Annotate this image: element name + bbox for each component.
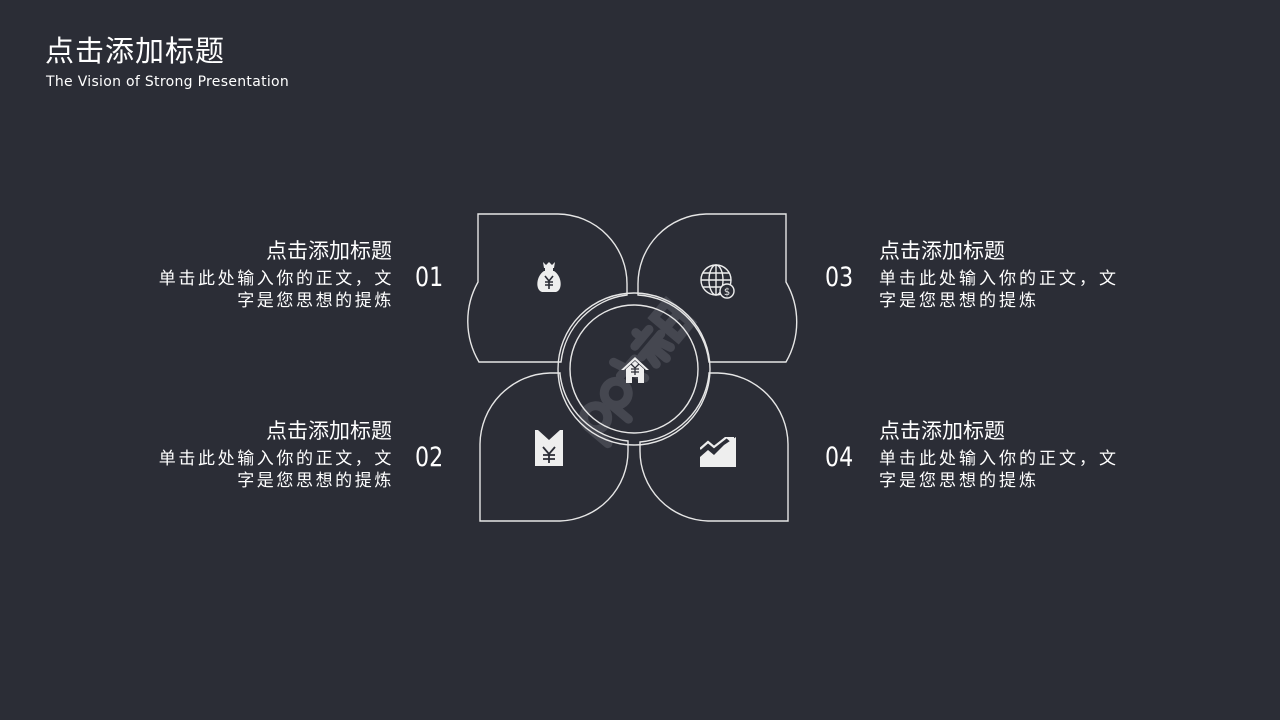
item-02-body-line1: 单击此处输入你的正文，文	[158, 449, 394, 469]
svg-text:$: $	[724, 287, 730, 298]
item-04-title[interactable]: 点击添加标题	[879, 419, 1005, 443]
item-02-body-line2: 字是您思想的提炼	[237, 471, 394, 491]
item-02-text[interactable]: 点击添加标题 单击此处输入你的正文，文 字是您思想的提炼	[132, 417, 392, 492]
item-03-body-line2: 字是您思想的提炼	[879, 291, 1039, 311]
item-04-number: 04	[825, 442, 854, 473]
item-03-body-line1: 单击此处输入你的正文，文	[879, 269, 1119, 289]
item-03-number: 03	[825, 262, 854, 293]
item-02-title[interactable]: 点击添加标题	[266, 419, 392, 443]
item-01-body-line2: 字是您思想的提炼	[237, 291, 394, 311]
item-03-text[interactable]: 点击添加标题 单击此处输入你的正文，文 字是您思想的提炼	[879, 237, 1139, 312]
item-03-title[interactable]: 点击添加标题	[879, 239, 1005, 263]
item-01-body[interactable]: 单击此处输入你的正文，文 字是您思想的提炼	[132, 268, 394, 312]
item-01-body-line1: 单击此处输入你的正文，文	[158, 269, 394, 289]
slide-title[interactable]: 点击添加标题	[45, 34, 226, 68]
item-01-text[interactable]: 点击添加标题 单击此处输入你的正文，文 字是您思想的提炼	[132, 237, 392, 312]
money-bag-yen-icon	[537, 262, 561, 292]
item-03-body[interactable]: 单击此处输入你的正文，文 字是您思想的提炼	[879, 268, 1139, 312]
yen-envelope-icon	[535, 430, 563, 466]
house-yen-icon	[621, 357, 649, 383]
item-04-body[interactable]: 单击此处输入你的正文，文 字是您思想的提炼	[879, 448, 1139, 492]
item-01-title[interactable]: 点击添加标题	[266, 239, 392, 263]
item-04-body-line2: 字是您思想的提炼	[879, 471, 1039, 491]
trend-chart-icon	[700, 437, 736, 467]
item-02-number: 02	[415, 442, 444, 473]
item-02-body[interactable]: 单击此处输入你的正文，文 字是您思想的提炼	[132, 448, 394, 492]
item-04-text[interactable]: 点击添加标题 单击此处输入你的正文，文 字是您思想的提炼	[879, 417, 1139, 492]
item-04-body-line1: 单击此处输入你的正文，文	[879, 449, 1119, 469]
globe-dollar-icon: $	[700, 264, 735, 299]
slide-subtitle[interactable]: The Vision of Strong Presentation	[46, 74, 290, 90]
item-01-number: 01	[415, 262, 444, 293]
